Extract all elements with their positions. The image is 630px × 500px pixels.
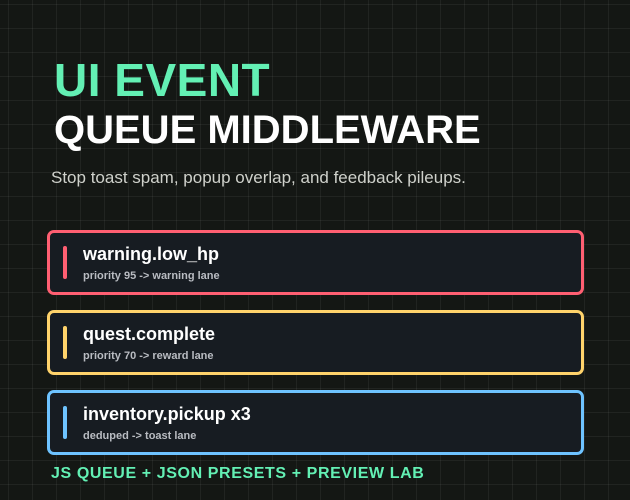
footer-tagline: JS QUEUE + JSON PRESETS + PREVIEW LAB — [51, 465, 425, 482]
event-card-quest: quest.complete priority 70 -> reward lan… — [47, 310, 584, 375]
priority-accent-bar — [63, 326, 67, 359]
title-line-1: UI EVENT — [54, 54, 271, 106]
event-detail: priority 70 -> reward lane — [83, 350, 214, 362]
event-name: inventory.pickup x3 — [83, 404, 251, 424]
event-detail: priority 95 -> warning lane — [83, 270, 220, 282]
event-detail: deduped -> toast lane — [83, 430, 197, 442]
event-card-inventory: inventory.pickup x3 deduped -> toast lan… — [47, 390, 584, 455]
title-line-2: QUEUE MIDDLEWARE — [54, 108, 481, 152]
event-name: quest.complete — [83, 324, 216, 344]
event-name: warning.low_hp — [83, 244, 220, 264]
priority-accent-bar — [63, 406, 67, 439]
event-card-warning: warning.low_hp priority 95 -> warning la… — [47, 230, 584, 295]
subtitle: Stop toast spam, popup overlap, and feed… — [51, 168, 466, 187]
priority-accent-bar — [63, 246, 67, 279]
